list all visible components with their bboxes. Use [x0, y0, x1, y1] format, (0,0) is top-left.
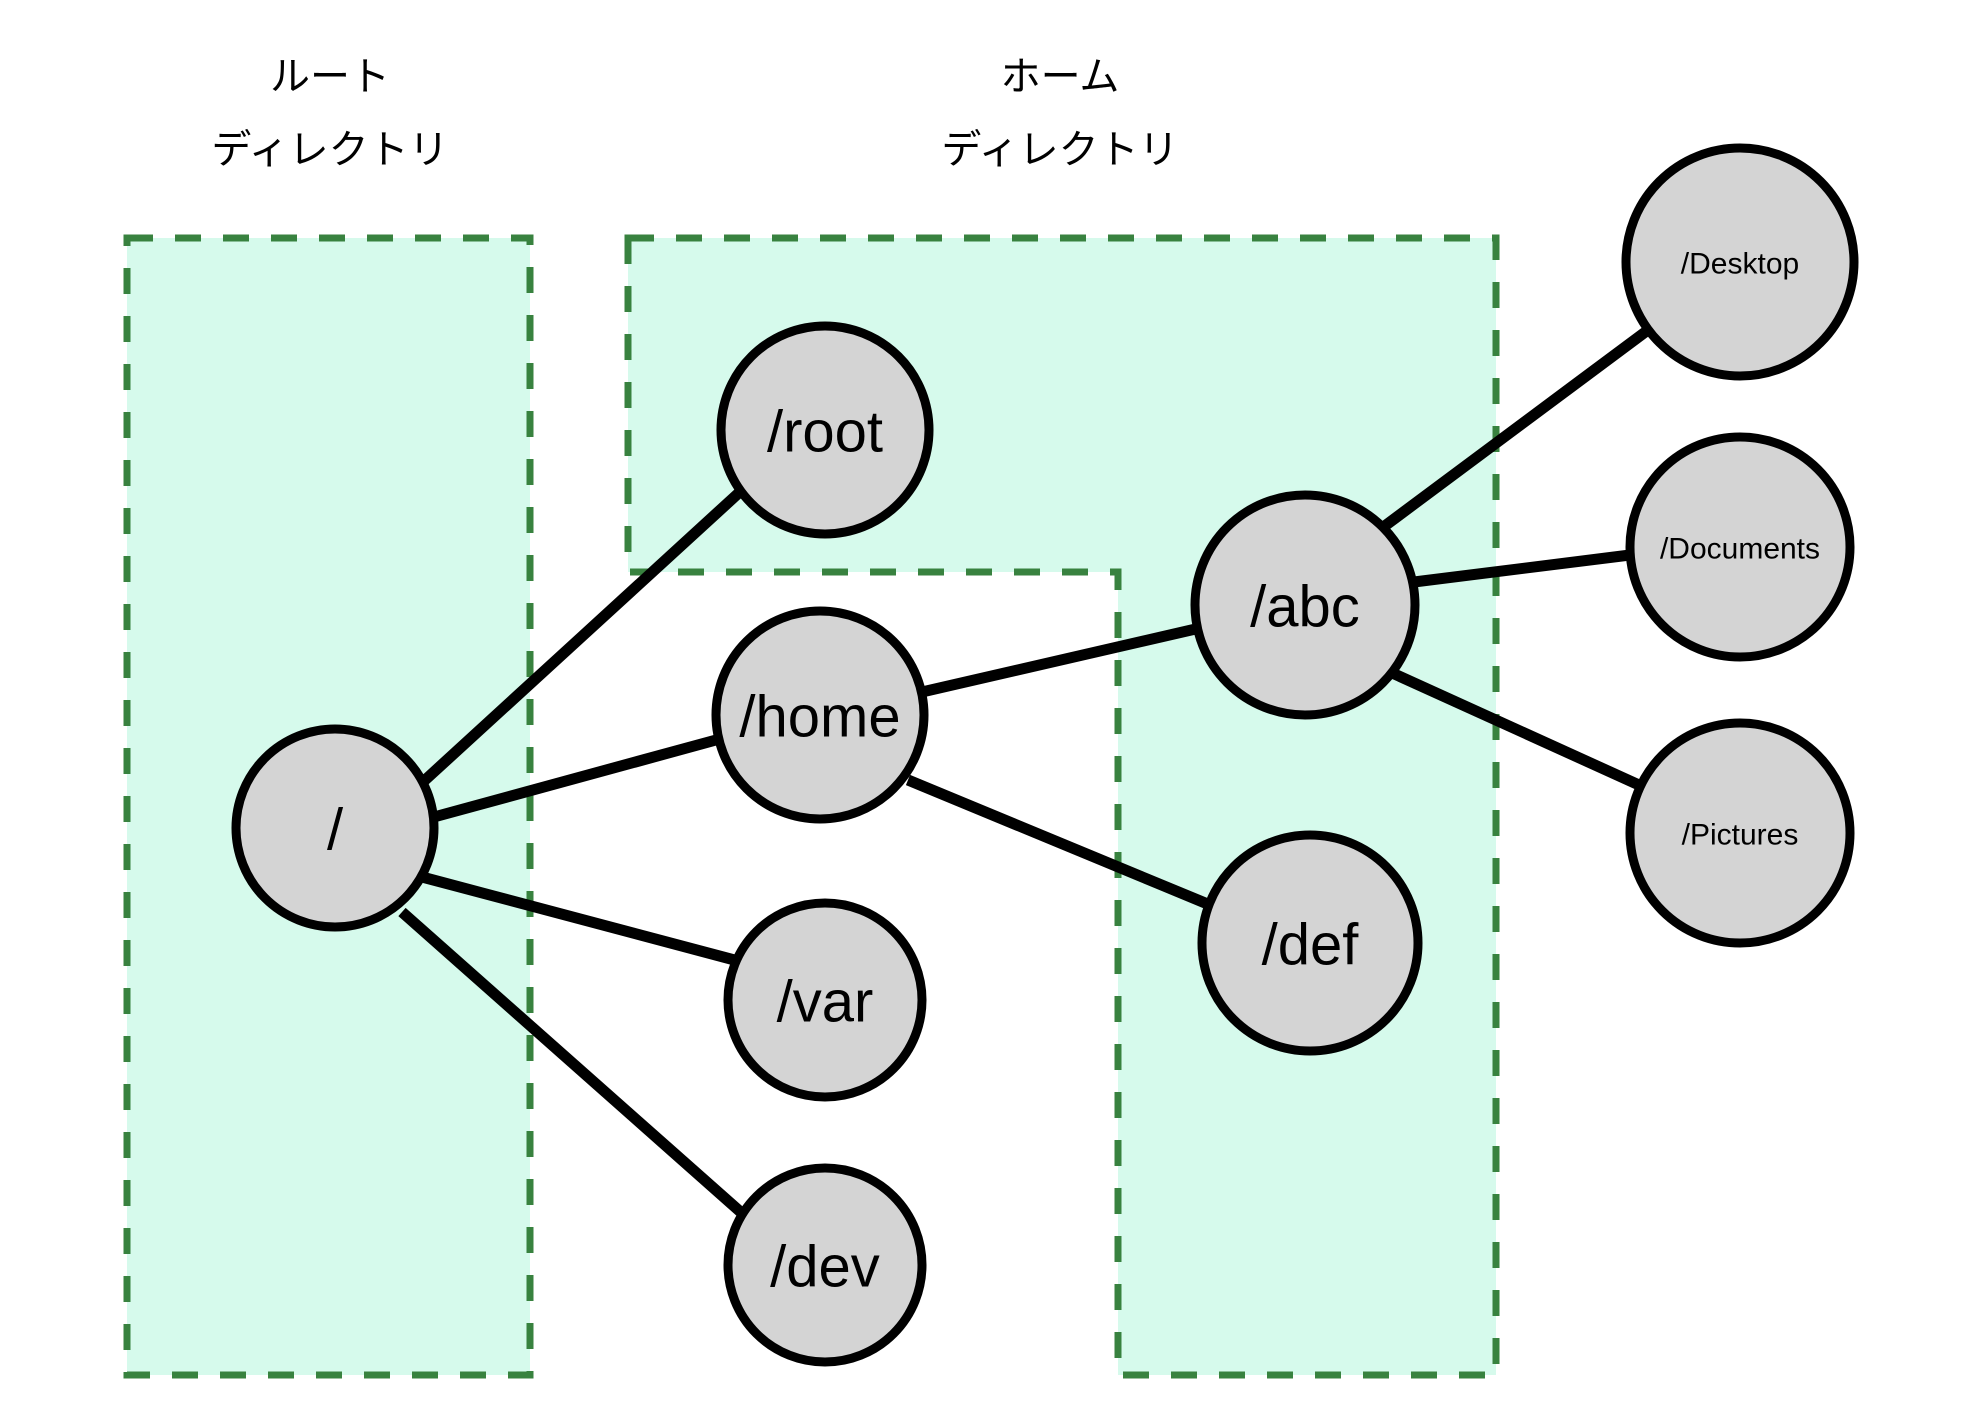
- root-directory-label-line1: ルート: [270, 55, 390, 99]
- node-root-home[interactable]: /root: [716, 321, 934, 539]
- node-circle[interactable]: [711, 606, 929, 824]
- node-label: /Desktop: [1681, 248, 1799, 281]
- node-circle[interactable]: [1625, 718, 1855, 948]
- node-label: /home: [739, 685, 900, 750]
- edge-connector: [1378, 325, 1652, 533]
- edge-connector: [420, 485, 746, 786]
- node-label: /var: [777, 970, 874, 1035]
- node-circle[interactable]: [1190, 490, 1420, 720]
- edges-group: [398, 325, 1653, 1220]
- node-label: /: [327, 798, 344, 863]
- node-pictures[interactable]: /Pictures: [1625, 718, 1855, 948]
- root-directory-label-line2: ディレクトリ: [211, 128, 448, 172]
- node-root[interactable]: /: [231, 724, 439, 932]
- node-home[interactable]: /home: [711, 606, 929, 824]
- node-label: /root: [767, 400, 883, 465]
- node-var[interactable]: /var: [723, 898, 927, 1102]
- node-def[interactable]: /def: [1197, 830, 1423, 1056]
- edge-connector: [920, 622, 1202, 698]
- home-directory-label-line2: ディレクトリ: [941, 128, 1178, 172]
- edge-connector: [432, 734, 718, 823]
- node-label: /Documents: [1660, 533, 1820, 566]
- node-circle[interactable]: [1621, 143, 1859, 381]
- node-circle[interactable]: [1625, 432, 1855, 662]
- edge-connector: [398, 907, 748, 1220]
- node-circle[interactable]: [716, 321, 934, 539]
- node-desktop[interactable]: /Desktop: [1621, 143, 1859, 381]
- edge-connector: [420, 871, 744, 968]
- nodes-group: / /root/home/var/dev/abc/def/Desktop/Docu…: [231, 143, 1859, 1367]
- node-circle[interactable]: [231, 724, 439, 932]
- node-label: /abc: [1250, 575, 1360, 640]
- region-label-group: ルート ディレクトリ ホーム ディレクトリ: [211, 55, 1178, 172]
- node-circle[interactable]: [723, 1163, 927, 1367]
- edge-connector: [1413, 549, 1631, 588]
- node-documents[interactable]: /Documents: [1625, 432, 1855, 662]
- node-label: /dev: [770, 1235, 880, 1300]
- node-label: /def: [1262, 913, 1360, 978]
- edge-connector: [905, 774, 1213, 911]
- node-label: /Pictures: [1682, 819, 1799, 852]
- home-directory-label-line1: ホーム: [1001, 55, 1120, 99]
- node-abc[interactable]: /abc: [1190, 490, 1420, 720]
- node-circle[interactable]: [723, 898, 927, 1102]
- node-circle[interactable]: [1197, 830, 1423, 1056]
- edge-connector: [1387, 666, 1653, 796]
- node-dev[interactable]: /dev: [723, 1163, 927, 1367]
